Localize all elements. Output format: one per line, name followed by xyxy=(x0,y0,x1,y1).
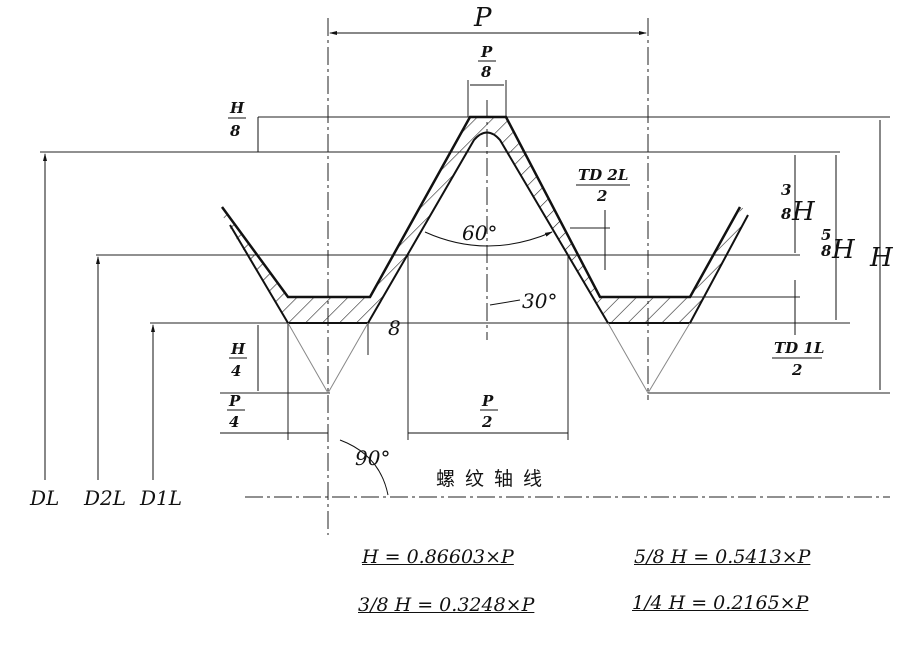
formula-h: H = 0.86603×P xyxy=(362,546,514,568)
dimension-label: 3 xyxy=(781,181,791,199)
angle-90-label: 90° xyxy=(355,446,390,470)
dimension-label: 4 xyxy=(229,413,239,431)
formula-quarter-h: 1/4 H = 0.2165×P xyxy=(632,592,809,614)
angle-30-label: 30° xyxy=(522,289,557,313)
minor-diameter-label: D1L xyxy=(139,486,182,510)
dimension-label: 8 xyxy=(388,316,401,340)
pitch-diameter-label: D2L xyxy=(83,486,126,510)
formula-five-eighths-h: 5/8 H = 0.5413×P xyxy=(634,546,811,568)
dimension-label: 2 xyxy=(791,361,802,379)
thread-axis-label: 螺纹轴线 xyxy=(436,468,552,490)
pitch-label: P xyxy=(473,3,492,33)
dimension-label: P xyxy=(228,392,241,410)
center-lines xyxy=(245,18,890,535)
dimension-label: H xyxy=(831,235,856,265)
dimension-label: 5 xyxy=(821,226,831,244)
dimension-label: H xyxy=(230,340,246,358)
dimension-label: 4 xyxy=(231,362,241,380)
dimension-label: P xyxy=(481,392,494,410)
dimension-label: H xyxy=(791,197,816,227)
hatched-section-left xyxy=(222,117,748,323)
dimension-label: TD 1L xyxy=(774,339,824,357)
major-diameter-label: DL xyxy=(29,486,59,510)
labels: P P 8 H 8 TD 2L 2 60° 30° 8 3 8 H 5 8 H … xyxy=(29,3,894,510)
formula-three-eighths-h: 3/8 H = 0.3248×P xyxy=(358,594,535,616)
dimension-label: 8 xyxy=(821,242,832,260)
angle-60-label: 60° xyxy=(462,221,497,245)
extension-lines xyxy=(40,80,890,440)
dimension-label: P xyxy=(480,43,493,61)
dimension-lines xyxy=(43,31,881,480)
dimension-label: TD 2L xyxy=(578,166,628,184)
dimension-label: 2 xyxy=(481,413,492,431)
height-label: H xyxy=(869,243,894,273)
dimension-label: 8 xyxy=(781,205,792,223)
dimension-label: 2 xyxy=(596,187,607,205)
dimension-label: 8 xyxy=(230,122,241,140)
dimension-label: H xyxy=(229,99,245,117)
dimension-label: 8 xyxy=(481,63,492,81)
thread-profile xyxy=(220,115,749,496)
